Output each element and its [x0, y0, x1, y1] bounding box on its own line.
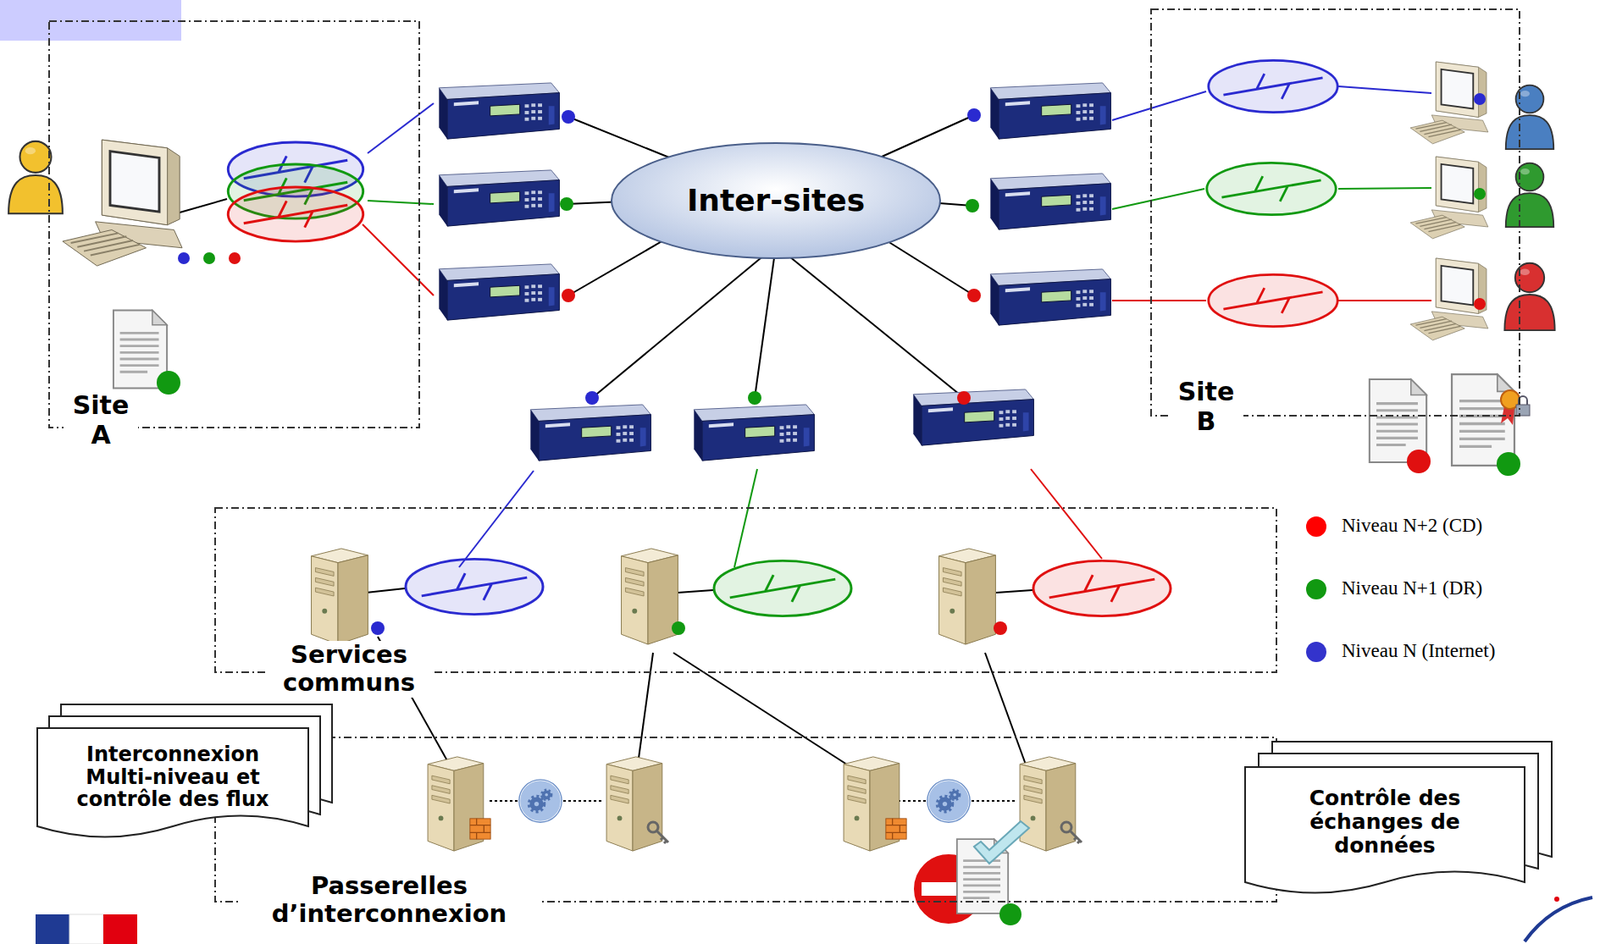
workstations — [62, 61, 1489, 341]
node-outline — [1150, 8, 1521, 417]
zone-label: Site A — [63, 391, 139, 450]
ellipse-text-area: Inter-sites — [609, 141, 942, 261]
level-wires — [362, 86, 1432, 568]
document-sheet — [37, 728, 309, 838]
network-ellipse: Inter-sites — [609, 141, 942, 261]
level-dots — [559, 108, 981, 405]
document-sheet — [1245, 767, 1525, 894]
legend-swatch — [1306, 516, 1327, 538]
ellipse-label: Inter-sites — [686, 182, 865, 218]
legend-text: Niveau N (Internet) — [1341, 640, 1495, 663]
legend-swatch — [1306, 642, 1327, 663]
dashed-border — [49, 21, 420, 428]
legend-text: Niveau N+1 (DR) — [1341, 577, 1483, 600]
corner-band — [0, 0, 182, 41]
documents — [113, 310, 1530, 477]
node-outline — [48, 20, 421, 429]
inter-site-wires — [566, 115, 975, 399]
callout-text-area: Interconnexion Multi-niveau et contrôle … — [37, 730, 309, 825]
network-segments — [227, 60, 1338, 616]
zone-box: Site B — [1150, 8, 1521, 417]
zone-label: Passerelles d’interconnexion — [239, 872, 539, 930]
servers — [311, 548, 1082, 852]
legend-text: Niveau N+2 (CD) — [1341, 514, 1483, 538]
callout-text-area: Contrôle des échanges de données — [1245, 769, 1525, 876]
zone-box: Passerelles d’interconnexion — [214, 736, 1278, 903]
callout-text: Contrôle des échanges de données — [1287, 786, 1483, 859]
zone-box: Services communs — [214, 507, 1278, 674]
legend-swatch — [1306, 579, 1327, 600]
dashed-border — [1151, 9, 1520, 416]
note-callout: Interconnexion Multi-niveau et contrôle … — [33, 699, 339, 848]
zone-label: Site B — [1168, 377, 1244, 437]
note-callout: Contrôle des échanges de données — [1241, 738, 1564, 904]
zone-box: Site A — [48, 20, 421, 429]
callout-text: Interconnexion Multi-niveau et contrôle … — [65, 743, 282, 813]
encryptors — [438, 83, 1111, 461]
users — [8, 85, 1556, 332]
ellipse-shape — [611, 143, 941, 259]
blocked-exchange — [913, 821, 1030, 926]
zone-label: Services communs — [265, 641, 433, 698]
